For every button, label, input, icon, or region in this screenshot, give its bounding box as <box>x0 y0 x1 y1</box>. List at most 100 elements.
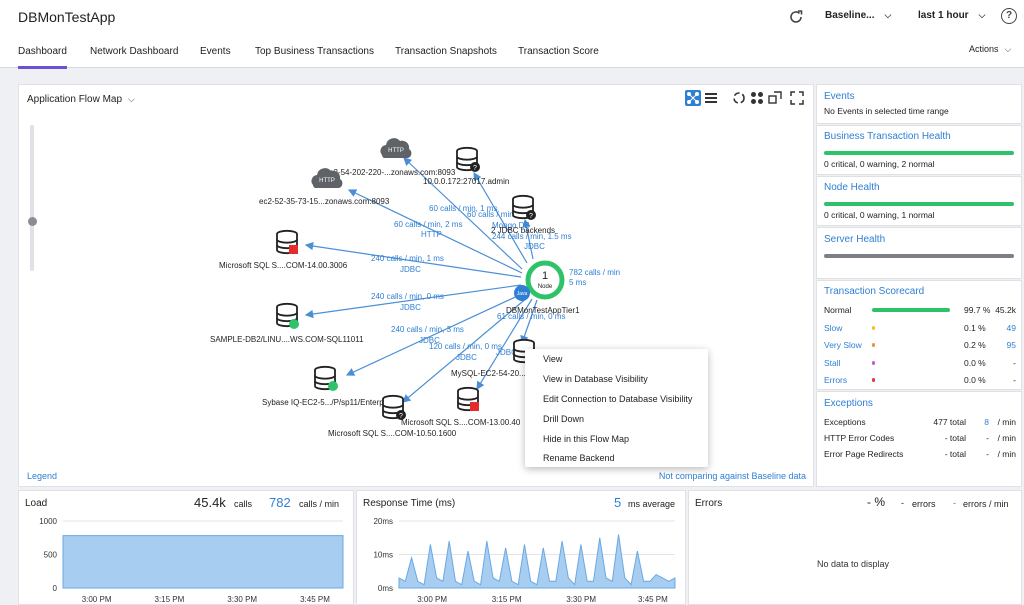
database-node[interactable]: Sybase IQ-EC2-5.../P/sp11/Enterpr <box>262 365 387 407</box>
menu-item-edit-connection[interactable]: Edit Connection to Database Visibility <box>543 394 693 404</box>
node-label: MySQL-EC2-54-20... <box>451 369 526 378</box>
tab-transaction-score[interactable]: Transaction Score <box>518 46 599 57</box>
scorecard-bar <box>872 325 875 330</box>
time-range-dropdown[interactable]: last 1 hour⌵ <box>918 10 985 21</box>
help-icon[interactable]: ? <box>1001 8 1017 24</box>
tab-events[interactable]: Events <box>200 46 231 57</box>
flow-map-panel: Application Flow Map⌵ <box>18 84 814 487</box>
tab-network-dashboard[interactable]: Network Dashboard <box>90 46 179 57</box>
zoom-slider-handle[interactable] <box>28 217 37 226</box>
events-text: No Events in selected time range <box>824 106 949 116</box>
flow-map-toolbar <box>685 90 805 108</box>
node-label: Microsoft SQL S....COM-13.00.40 <box>401 418 521 427</box>
scorecard-title[interactable]: Transaction Scorecard <box>824 286 925 297</box>
tab-top-business-transactions[interactable]: Top Business Transactions <box>255 46 374 57</box>
actions-menu[interactable]: Actions⌵ <box>969 44 1011 55</box>
flow-edge[interactable] <box>345 292 525 376</box>
exceptions-title[interactable]: Exceptions <box>824 398 873 409</box>
database-group-node[interactable]: ? 2 JDBC backends <box>491 194 555 235</box>
tier-name: DBMonTestAppTier1 <box>506 306 580 315</box>
flow-edge[interactable] <box>402 296 529 403</box>
http-backend-node[interactable]: HTTP ec2-52-35-73-15...zonaws.com:8093 <box>259 168 390 206</box>
flow-edge[interactable] <box>473 171 528 264</box>
y-tick-label: 0 <box>53 584 58 593</box>
database-node-selected[interactable]: MySQL-EC2-54-20... <box>451 338 535 378</box>
list-view-icon[interactable] <box>703 90 719 106</box>
menu-item-view-in-database-visibility[interactable]: View in Database Visibility <box>543 374 648 384</box>
fullscreen-icon[interactable] <box>789 90 805 106</box>
flow-edge[interactable] <box>347 189 523 274</box>
time-range-label: last 1 hour <box>918 10 969 21</box>
http-backend-node[interactable]: HTTP ec2-54-202-220-...zonaws.com:8093 <box>325 138 456 177</box>
database-node[interactable]: Microsoft SQL S....COM-14.00.3006 <box>219 229 348 270</box>
x-tick-label: 3:00 PM <box>82 595 112 604</box>
events-panel: Events No Events in selected time range <box>816 84 1022 124</box>
tab-dashboard[interactable]: Dashboard <box>18 46 67 69</box>
database-node[interactable]: Microsoft SQL S....COM-13.00.40 <box>401 386 521 427</box>
node-label: Microsoft SQL S....COM-10.50.1600 <box>328 429 457 438</box>
database-node[interactable]: SAMPLE-DB2/LINU....WS.COM-SQL11011 <box>210 302 364 344</box>
x-tick-label: 3:15 PM <box>155 595 185 604</box>
normal-status-icon <box>328 381 338 391</box>
flow-edge[interactable] <box>476 298 533 391</box>
y-tick-label: 1000 <box>39 517 57 526</box>
node-label: 2 JDBC backends <box>491 226 555 235</box>
exception-label: Error Page Redirects <box>824 449 904 459</box>
auto-arrange-icon[interactable] <box>731 90 747 106</box>
cluster-icon[interactable] <box>749 90 765 106</box>
flow-edge[interactable] <box>520 299 538 345</box>
expand-nodes-icon[interactable] <box>767 90 783 106</box>
events-title[interactable]: Events <box>824 91 855 102</box>
database-node[interactable]: ? 10.0.0.172:27017.admin <box>423 146 509 186</box>
flow-edge[interactable] <box>403 157 523 270</box>
legend-link[interactable]: Legend <box>27 471 58 481</box>
scorecard-pct: 0.0 % <box>964 357 986 368</box>
baseline-label: Baseline... <box>825 10 875 21</box>
exceptions-row[interactable]: HTTP Error Codes- total-/ min <box>824 433 1016 447</box>
exception-label: Exceptions <box>824 417 866 427</box>
node-label: SAMPLE-DB2/LINU....WS.COM-SQL11011 <box>210 335 364 344</box>
chevron-down-icon: ⌵ <box>884 10 892 20</box>
baseline-note-link[interactable]: Not comparing against Baseline data <box>658 471 806 481</box>
scorecard-label: Normal <box>824 305 852 315</box>
menu-item-drill-down[interactable]: Drill Down <box>543 414 585 424</box>
edge-label: 240 calls / min, 3 ms <box>391 325 464 334</box>
database-node[interactable]: ? Microsoft SQL S....COM-10.50.1600 <box>328 394 457 438</box>
flow-edge[interactable] <box>522 218 534 260</box>
bt-health-bar <box>824 151 1014 155</box>
exception-rate: - <box>986 433 989 443</box>
menu-item-view[interactable]: View <box>543 354 563 364</box>
tab-transaction-snapshots[interactable]: Transaction Snapshots <box>395 46 497 57</box>
menu-item-rename-backend[interactable]: Rename Backend <box>543 453 615 463</box>
bt-health-title[interactable]: Business Transaction Health <box>824 131 951 142</box>
scorecard-label: Errors <box>824 375 848 385</box>
tier-node[interactable]: 1 Node Java DBMonTestAppTier1 782 calls … <box>506 260 620 315</box>
unknown-status-icon <box>396 410 406 420</box>
node-label: Sybase IQ-EC2-5.../P/sp11/Enterpr <box>262 398 387 407</box>
refresh-icon[interactable] <box>788 9 804 25</box>
menu-item-hide-in-flow-map[interactable]: Hide in this Flow Map <box>543 434 630 444</box>
flow-edge[interactable] <box>304 284 522 319</box>
flow-layout-icon[interactable] <box>685 90 701 106</box>
backend-context-menu: View View in Database Visibility Edit Co… <box>525 349 708 467</box>
response-time-title: Response Time (ms) <box>363 498 456 509</box>
server-health-title[interactable]: Server Health <box>824 234 886 245</box>
load-title: Load <box>25 498 48 509</box>
flow-map-title: Application Flow Map <box>27 94 123 105</box>
exceptions-row[interactable]: Error Page Redirects- total-/ min <box>824 449 1016 463</box>
flow-map-title-dropdown[interactable]: Application Flow Map⌵ <box>27 94 135 105</box>
zoom-slider-track[interactable] <box>30 125 34 271</box>
flow-edge[interactable] <box>304 241 522 278</box>
bt-health-text: 0 critical, 0 warning, 2 normal <box>824 159 935 169</box>
node-health-title[interactable]: Node Health <box>824 182 880 193</box>
x-tick-label: 3:45 PM <box>638 595 668 604</box>
baseline-dropdown[interactable]: Baseline... ⌵ <box>825 10 891 21</box>
